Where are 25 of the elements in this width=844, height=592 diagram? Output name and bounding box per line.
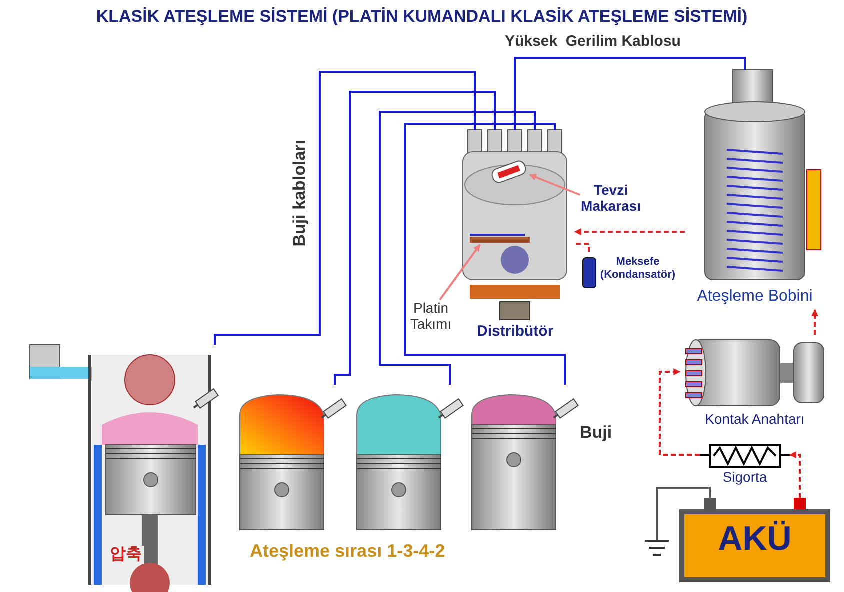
component-label: Sigorta <box>722 469 768 486</box>
cable <box>214 71 476 345</box>
title: KLASİK ATEŞLEME SİSTEMİ (PLATİN KUMANDALI KLASİK ATEŞLEME SİSTEMİ) <box>95 7 749 27</box>
component-label: Distribütör <box>477 323 554 340</box>
firing-order-label: Ateşleme sırası 1-3-4-2 <box>250 541 446 562</box>
part-label: Buji <box>580 423 612 443</box>
pointer-arrow <box>439 244 481 301</box>
component-label: Meksefe (Kondansatör) <box>599 256 677 282</box>
component-label: AKÜ <box>717 520 793 560</box>
rotated-label: Buji kabloları <box>290 140 310 247</box>
component-label: Kontak Anahtarı <box>704 411 806 428</box>
circuit-wire <box>575 243 590 252</box>
circuit-wire <box>812 309 818 335</box>
stroke-label: 압축 <box>108 546 144 564</box>
cable <box>334 91 496 385</box>
cable <box>514 57 746 130</box>
circuit-wire <box>659 368 700 456</box>
part-label: Tevzi Makarası <box>580 182 642 214</box>
cable <box>379 111 536 385</box>
circuit-wire <box>574 228 685 236</box>
component-label: Ateşleme Bobini <box>696 288 814 306</box>
edge-label: Yüksek Gerilim Kablosu <box>505 33 681 50</box>
part-label: Platin Takımı <box>409 300 453 332</box>
cable <box>656 487 711 540</box>
circuit-wire <box>789 452 801 498</box>
